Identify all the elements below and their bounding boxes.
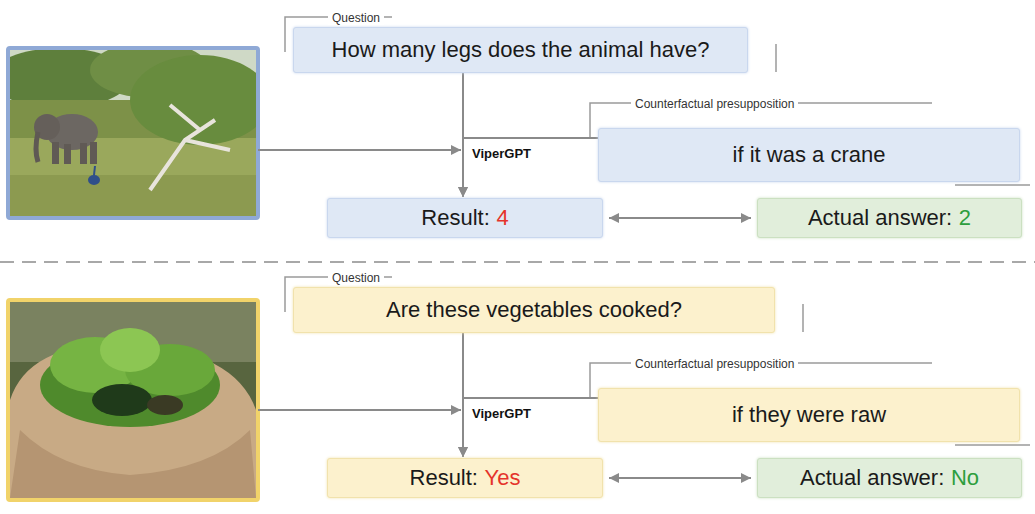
premise-box: Counterfactual presuppositionif they wer… [598,388,1020,442]
photo-elephant [90,142,97,164]
photo-bread [10,430,256,498]
answer-value: 4 [496,205,508,231]
answer-box: Actual answer: 2 [757,198,1022,238]
question-box: QuestionHow many legs does the animal ha… [293,27,748,73]
photo-lettuce [100,328,160,372]
box-text: Actual answer: [808,205,952,231]
photo-background [10,302,256,498]
wrap-photo [10,302,256,498]
pipeline-label: ViperGPT [470,146,533,162]
connector-arrow [463,138,598,197]
photo-frame [8,48,258,218]
dashed-separator [0,261,1035,263]
box-text: if they were raw [732,402,886,428]
bracket-line [955,444,1030,446]
bracket-line [802,304,804,332]
answer-box: Actual answer: No [757,458,1022,498]
elephant-photo [10,50,256,216]
photo-filling [147,395,183,415]
photo-grass [10,175,256,216]
photo-peacock [94,166,95,175]
answer-value: 2 [959,205,971,231]
photo-elephant [64,144,71,164]
box-text: Actual answer: [800,465,944,491]
bracket-line [775,44,777,72]
result-box: Result: Yes [327,458,603,498]
answer-value: No [951,465,979,491]
photo-elephant [36,132,38,162]
photo-elephant [52,142,59,164]
box-text: Are these vegetables cooked? [386,297,682,323]
result-box: Result: 4 [327,198,603,238]
photo-filling [92,384,152,416]
image-arrow [258,149,461,151]
box-text: Result: [410,465,478,491]
box-text: Result: [421,205,489,231]
connector-arrow [609,477,751,479]
answer-value: Yes [485,465,521,491]
photo-grass [10,138,256,216]
premise-box: Counterfactual presuppositionif it was a… [598,128,1020,182]
connector-arrow [609,217,751,219]
box-heading: Question [328,271,384,285]
photo-tree [130,55,256,145]
photo-frame [8,300,258,500]
box-text: if it was a crane [733,142,886,168]
photo-branches [150,105,230,190]
box-heading: Counterfactual presupposition [631,97,798,111]
box-heading: Question [328,11,384,25]
photo-elephant [80,143,87,164]
connector-arrow [463,398,598,457]
image-arrow [258,409,461,411]
box-heading: Counterfactual presupposition [631,357,798,371]
photo-peacock [88,175,100,185]
bracket-line [955,184,1030,186]
pipeline-label: ViperGPT [470,406,533,422]
question-box: QuestionAre these vegetables cooked? [293,287,775,333]
box-text: How many legs does the animal have? [332,37,710,63]
